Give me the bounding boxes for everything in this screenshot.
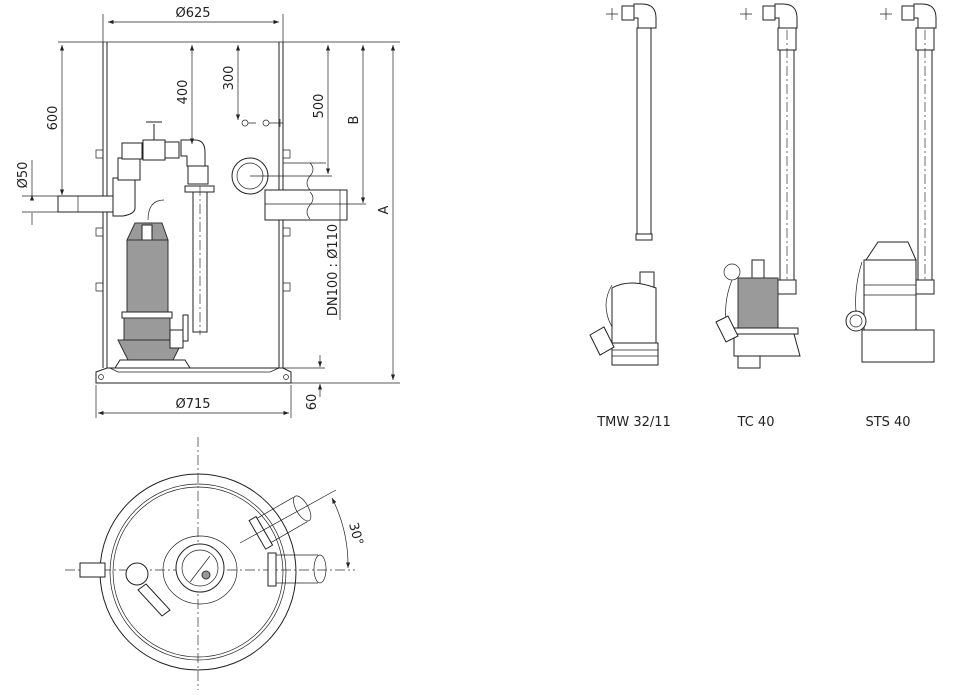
dim-500: 500	[312, 94, 327, 119]
gate-valve	[142, 139, 166, 161]
discharge-pipe	[57, 121, 215, 342]
pump-front	[114, 199, 191, 369]
dim-300: 300	[222, 66, 237, 91]
angle-30: 30°	[345, 521, 365, 547]
inlet-pipe	[231, 119, 348, 221]
dim-a: A	[377, 205, 392, 214]
dim-b: B	[347, 116, 362, 125]
dim-dn100: DN100 : Ø110	[326, 224, 341, 316]
dim-715: Ø715	[175, 397, 210, 412]
pump-variant-tc40: TC 40	[715, 3, 801, 430]
pump-variant-tmw: TMW 32/11	[589, 3, 671, 430]
dim-625: Ø625	[175, 6, 210, 21]
top-view: 30°	[65, 437, 366, 690]
dim-50: Ø50	[16, 162, 31, 189]
pump-variant-sts40: STS 40	[845, 3, 937, 430]
dimension-lines	[22, 14, 400, 418]
dimension-labels: Ø625 Ø715 60 600 400 300 500 B A Ø50 DN1…	[16, 6, 392, 412]
dim-400: 400	[176, 80, 191, 105]
variant-label-tmw: TMW 32/11	[596, 415, 671, 430]
variant-label-sts40: STS 40	[865, 415, 910, 430]
variant-label-tc40: TC 40	[737, 415, 775, 430]
dim-60: 60	[305, 394, 320, 411]
dim-600: 600	[46, 106, 61, 131]
